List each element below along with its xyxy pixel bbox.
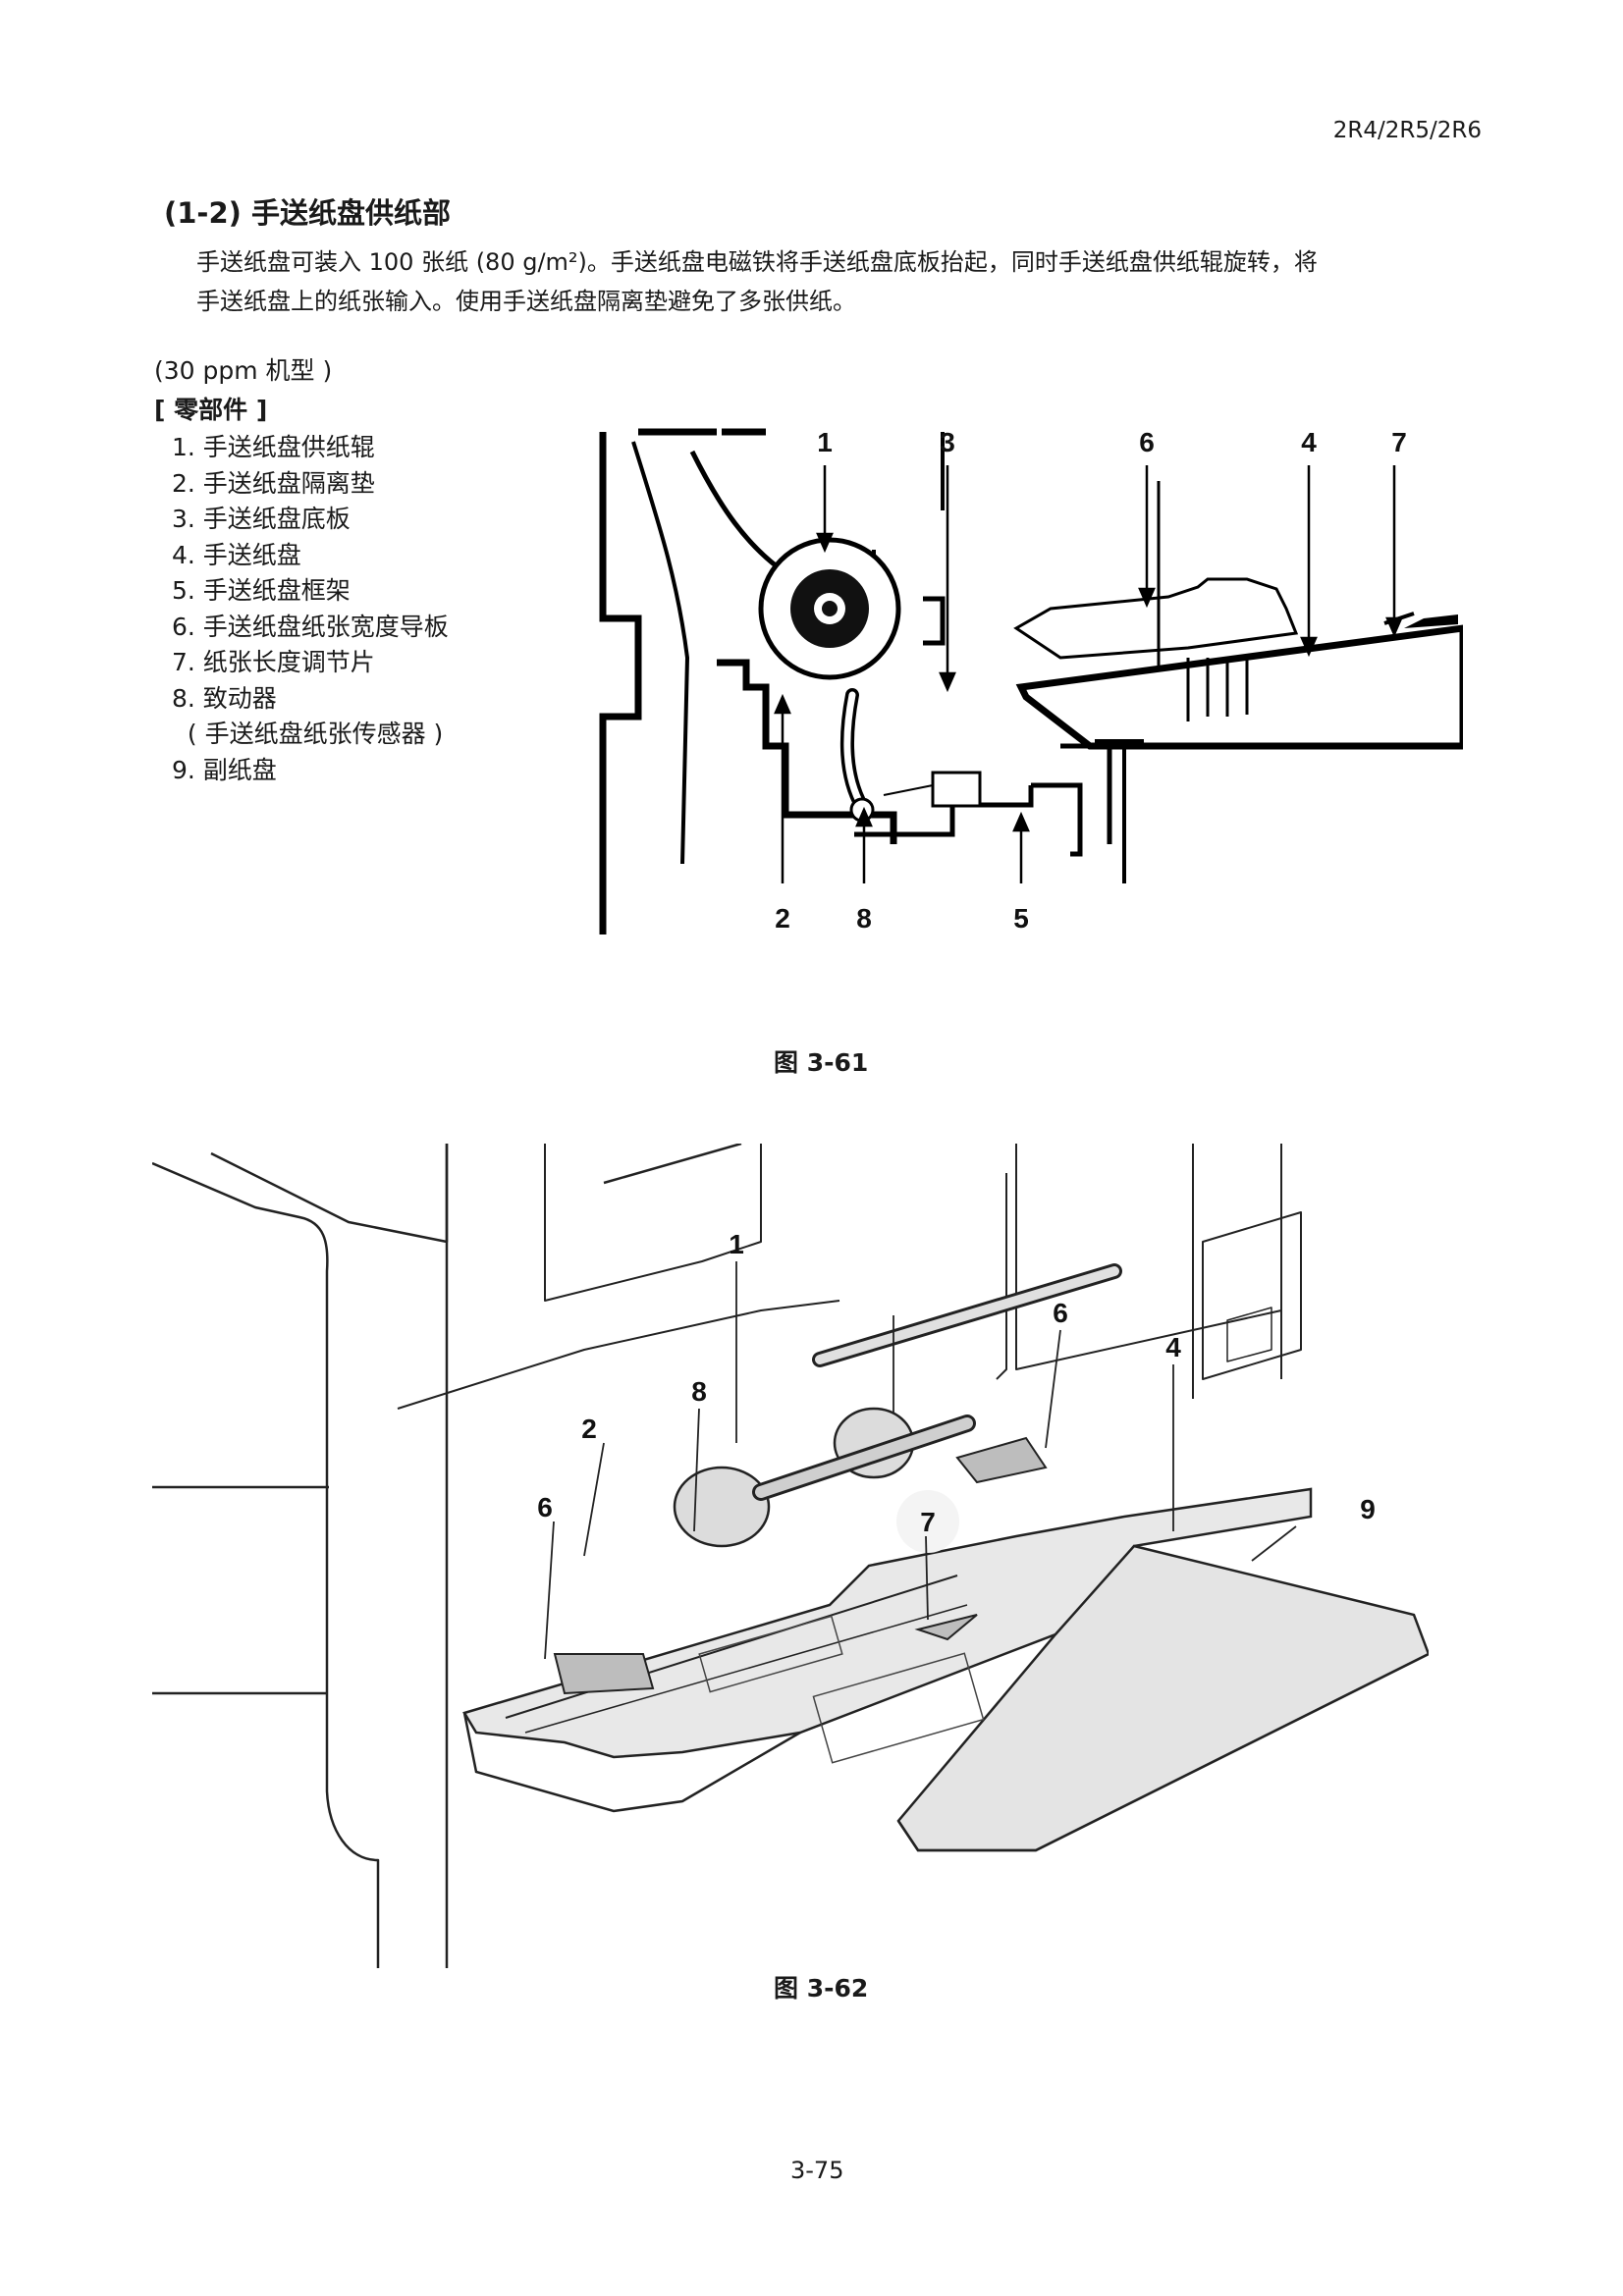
callout-label: 7 [1391, 427, 1407, 457]
callout-label: 1 [817, 427, 833, 457]
parts-list-item: ( 手送纸盘纸张传感器 ) [172, 720, 444, 748]
body-text-line-2: 手送纸盘上的纸张输入。使用手送纸盘隔离垫避免了多张供纸。 [196, 288, 856, 315]
callout-label: 8 [691, 1376, 707, 1407]
figure-3-61-cross-section: 1 3 6 4 7 2 8 5 [599, 427, 1463, 934]
callout-label: 7 [920, 1507, 936, 1537]
callout-label: 6 [1139, 427, 1155, 457]
callout-label: 8 [856, 903, 872, 934]
callout-label: 2 [581, 1414, 597, 1444]
callout-label: 1 [729, 1229, 744, 1259]
figure-caption: 图 3-62 [774, 1974, 869, 2002]
parts-list-item: 3. 手送纸盘底板 [172, 505, 351, 533]
callout-label: 6 [1053, 1298, 1068, 1328]
callout-label: 3 [940, 427, 955, 457]
parts-list-item: 4. 手送纸盘 [172, 540, 301, 569]
frame-left-outline [599, 432, 642, 934]
model-code: 2R4/2R5/2R6 [1332, 118, 1482, 143]
parts-list-item: 6. 手送纸盘纸张宽度导板 [172, 612, 449, 641]
figure-3-62-bypass-tray-view: 1 6 8 4 2 9 6 7 [152, 1144, 1429, 1968]
parts-list-item: 7. 纸张长度调节片 [172, 648, 375, 676]
page-number: 3-75 [790, 2157, 844, 2184]
callout-label: 5 [1013, 903, 1029, 934]
callout-label: 4 [1301, 427, 1317, 457]
bypass-tray-body [1015, 624, 1463, 750]
parts-list: 1. 手送纸盘供纸辊 2. 手送纸盘隔离垫 3. 手送纸盘底板 4. 手送纸盘 … [172, 430, 449, 788]
section-title: (1-2) 手送纸盘供纸部 [164, 196, 451, 230]
callout-label: 2 [775, 903, 790, 934]
length-tab-shape [1404, 614, 1458, 628]
parts-list-item: 8. 致动器 [172, 683, 277, 713]
separation-pad-roller [673, 1466, 771, 1548]
length-tab [914, 1614, 978, 1641]
parts-list-item: 1. 手送纸盘供纸辊 [172, 433, 375, 461]
body-text-line-1: 手送纸盘可装入 100 张纸 (80 g/m²)。手送纸盘电磁铁将手送纸盘底板抬… [196, 248, 1318, 276]
callout-label: 4 [1165, 1332, 1181, 1362]
parts-heading: [ 零部件 ] [154, 396, 268, 424]
model-note: (30 ppm 机型 ) [154, 356, 333, 385]
parts-list-item: 2. 手送纸盘隔离垫 [172, 468, 375, 498]
parts-list-item: 5. 手送纸盘框架 [172, 576, 351, 605]
figure-caption: 图 3-61 [774, 1048, 869, 1077]
width-guide-outline [1013, 577, 1299, 660]
width-guide-front [553, 1653, 655, 1695]
machine-side-panel [152, 1161, 380, 1968]
sensor-connector [931, 771, 982, 808]
callout-label: 6 [537, 1492, 553, 1522]
parts-list-item: 9. 副纸盘 [172, 755, 277, 784]
callout-label: 9 [1360, 1494, 1376, 1524]
width-guide-rear [955, 1436, 1048, 1484]
